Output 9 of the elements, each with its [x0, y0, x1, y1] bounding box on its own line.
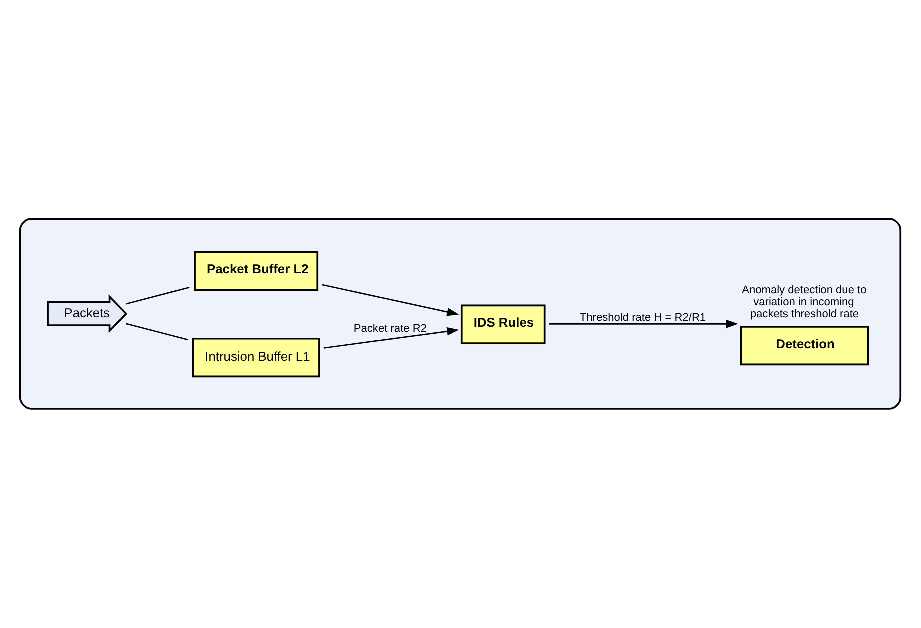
node-label: Anomaly detection due to variation in incoming packets threshold rate [742, 284, 867, 320]
edge-label: Threshold rate H = R2/R1 [580, 312, 706, 324]
connector [126, 286, 190, 305]
edge-label: Packet rate R2 [354, 323, 427, 336]
arrow [549, 320, 738, 328]
connector [126, 323, 188, 341]
cluster [19, 218, 902, 410]
arrow [324, 327, 460, 349]
arrow [322, 284, 460, 316]
